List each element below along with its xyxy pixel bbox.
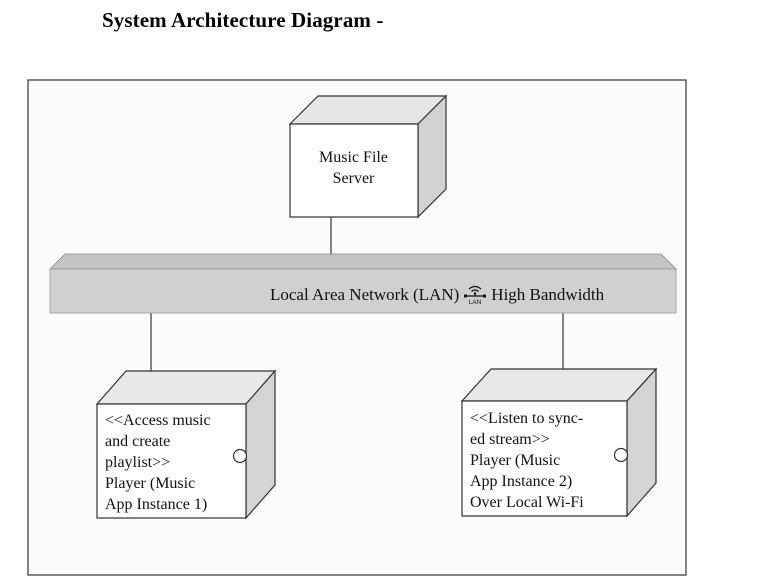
lan-label: Local Area Network (LAN) LAN High Bandwi…	[270, 283, 605, 306]
player1-label-line: <<Access music	[105, 412, 211, 429]
lan-bandwidth-text: High Bandwidth	[491, 284, 605, 304]
player2-label: <<Listen to sync- ed stream>> Player (Mu…	[470, 408, 612, 513]
player1-label-line: App Instance 1)	[105, 496, 208, 513]
player2-label-line: Over Local Wi-Fi	[470, 494, 584, 511]
player2-port-icon	[613, 447, 629, 463]
player2-label-line: ed stream>>	[470, 431, 550, 448]
lan-label-text: Local Area Network (LAN)	[270, 284, 460, 304]
player2-node	[460, 367, 658, 518]
player2-label-line: <<Listen to sync-	[470, 410, 584, 427]
lan-icon: LAN	[464, 285, 487, 305]
player1-label-line: and create	[105, 433, 171, 450]
player1-label-line: Player (Music	[105, 475, 196, 492]
player1-node	[95, 369, 277, 520]
player2-label-line: App Instance 2)	[470, 473, 573, 490]
server-label-line: Music File	[319, 149, 388, 166]
server-node	[288, 94, 448, 219]
lan-bar	[49, 253, 677, 314]
player1-label: <<Access music and create playlist>> Pla…	[105, 410, 245, 515]
page-title: System Architecture Diagram -	[102, 8, 384, 32]
player2-label-line: Player (Music	[470, 452, 561, 469]
server-label: Music File Server	[290, 147, 417, 189]
svg-text:LAN: LAN	[469, 299, 482, 305]
player1-label-line: playlist>>	[105, 454, 171, 471]
player1-port-icon	[232, 448, 248, 464]
server-label-line: Server	[332, 170, 375, 187]
